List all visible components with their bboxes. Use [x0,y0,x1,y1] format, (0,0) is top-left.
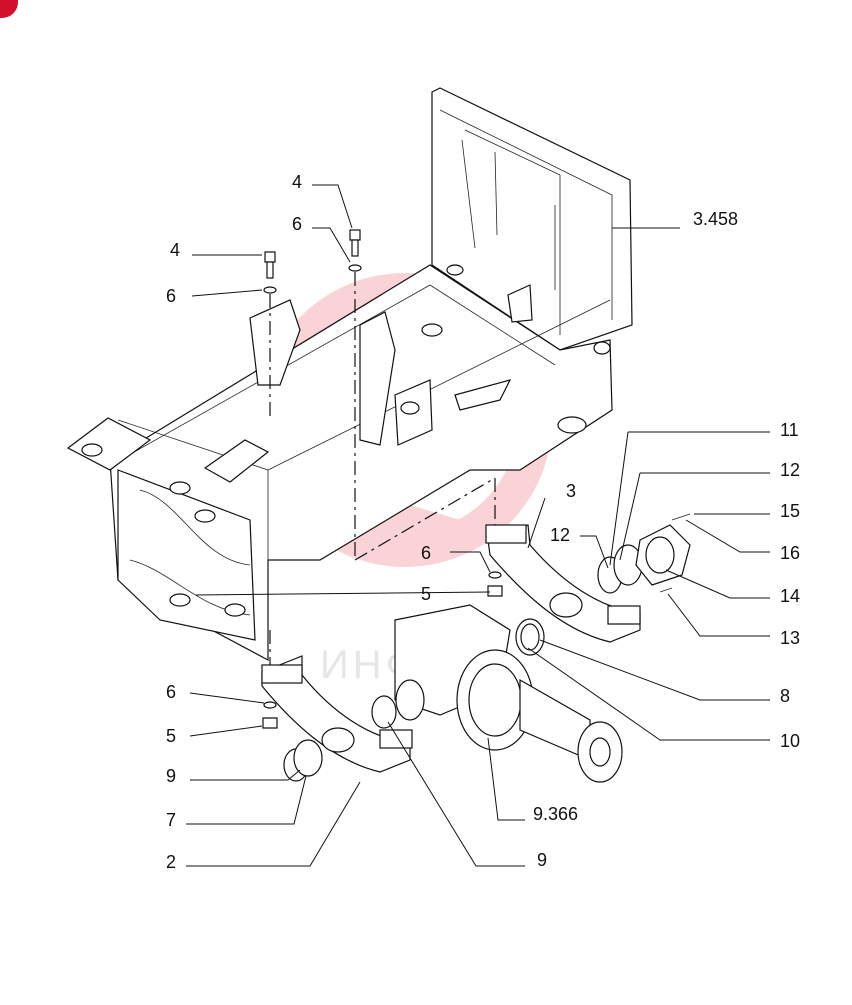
callout-12-mid: 12 [550,525,570,545]
callout-7: 7 [166,810,176,830]
callout-6-mid: 6 [421,543,431,563]
callout-9366: 9.366 [533,804,578,824]
leader-lines [186,184,770,867]
callout-15: 15 [780,501,800,521]
callout-6-left: 6 [166,286,176,306]
callout-5-lower: 5 [166,726,176,746]
washer-nut-right [487,571,503,597]
callout-4-upper: 4 [292,172,302,192]
ring-11 [597,544,643,594]
callout-6-lower: 6 [166,682,176,702]
ring-9-lower [371,695,397,729]
callout-4-left: 4 [170,240,180,260]
bolt-right [348,229,362,272]
cap-14 [635,524,691,586]
callout-14: 14 [780,586,800,606]
axle-support-3 [485,524,641,643]
callout-5-mid: 5 [421,584,431,604]
washer-nut-left [262,701,278,729]
bolt-left [263,251,277,294]
callout-13: 13 [780,628,800,648]
callout-9-left: 9 [166,766,176,786]
callout-6-upper: 6 [292,214,302,234]
callout-11: 11 [780,420,799,440]
ring-9-left [283,739,323,782]
bolt-13 [659,587,673,593]
rear-frame [66,87,633,661]
bolt-15 [671,513,691,521]
callout-9-lower: 9 [537,850,547,870]
callout-16: 16 [780,543,800,563]
axle-support-2 [261,655,413,773]
axle-assembly [394,604,623,783]
callout-3: 3 [566,481,576,501]
callout-12-upper: 12 [780,460,800,480]
callout-10: 10 [780,731,800,751]
callout-2: 2 [166,852,176,872]
callout-3458: 3.458 [693,209,738,229]
corner-marker [0,0,18,18]
callout-8: 8 [780,686,790,706]
